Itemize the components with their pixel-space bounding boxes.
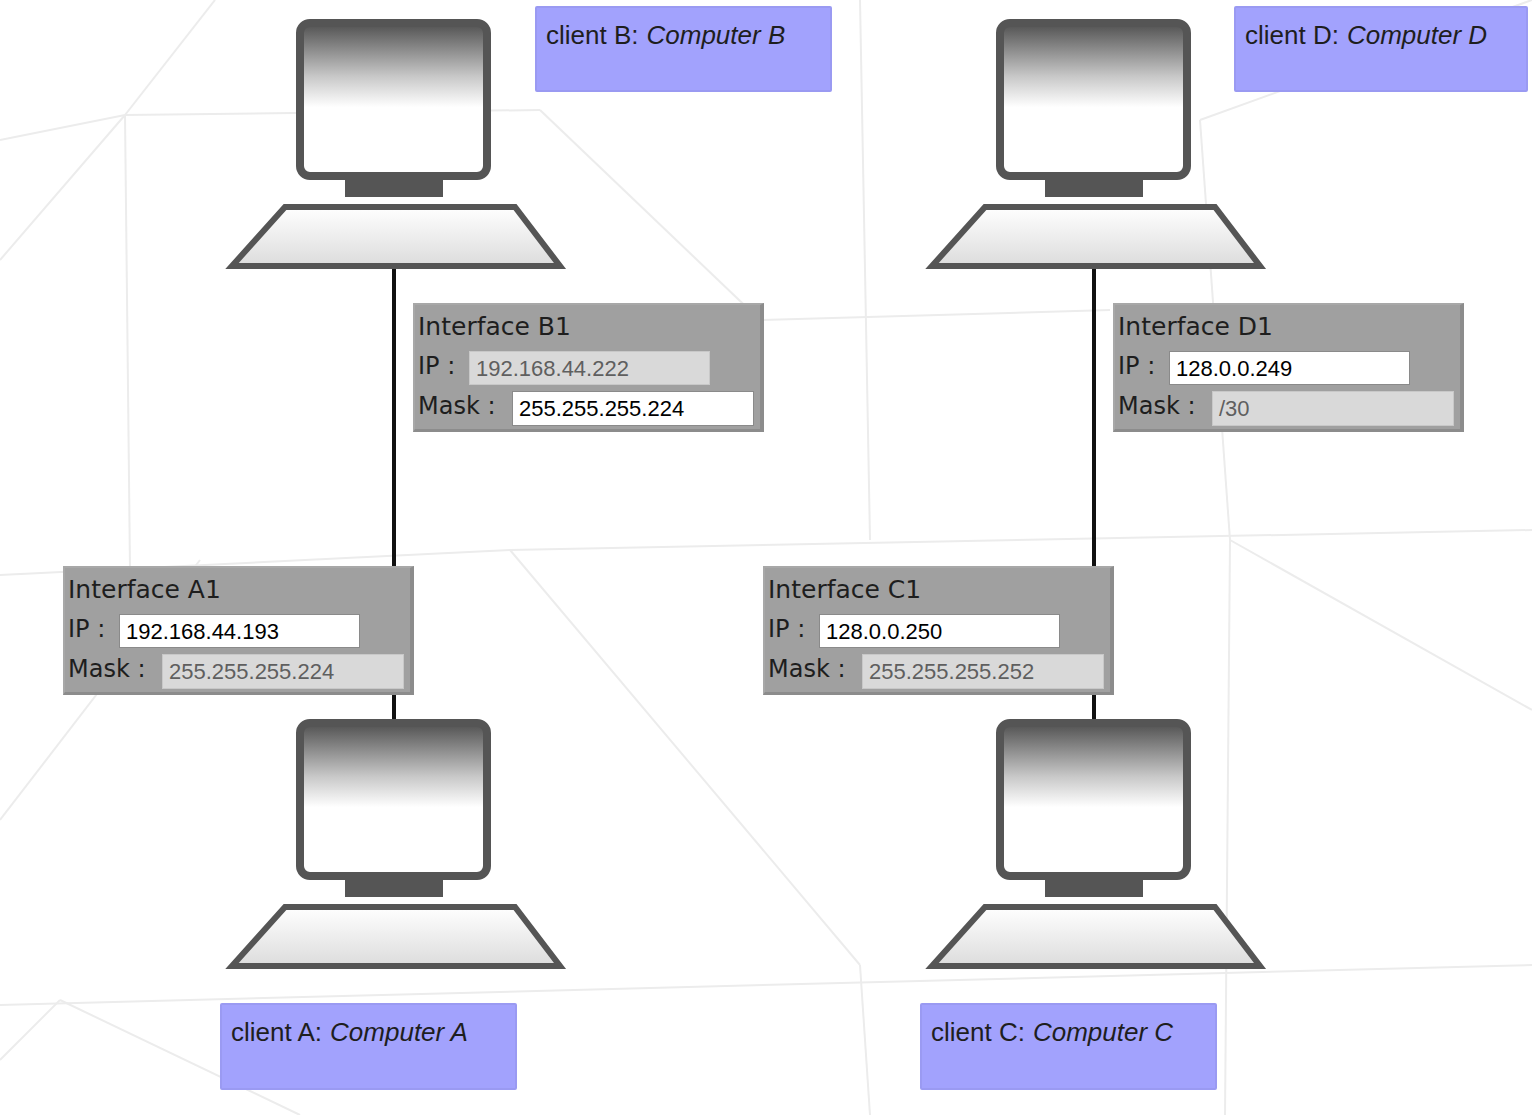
client-label: client D: Computer D [1234,6,1528,92]
ip-field: 128.0.0.249 [1169,351,1410,385]
interface-panel: Interface C1 IP : 128.0.0.250Mask : 255.255… [763,566,1114,695]
interface-name: Interface B1 [418,312,571,342]
subnet-mask: 255.255.255.224 [519,396,684,422]
field-label: IP : [1118,351,1155,381]
ip-address: 128.0.0.250 [826,619,942,645]
field-label: IP : [418,351,455,381]
ip-address: 128.0.0.249 [1176,356,1292,382]
client-id: client C: [931,1017,1025,1047]
client-label: client B: Computer B [535,6,832,92]
client-caption: client D: Computer D [1245,20,1487,50]
field-label: IP : [768,614,805,644]
ip-address: 192.168.44.193 [126,619,279,645]
field-label: Mask : [1118,391,1196,421]
computer-name: Computer B [647,20,786,50]
mask-field: 255.255.255.224 [162,654,404,689]
mask-field: 255.255.255.252 [862,654,1104,689]
subnet-mask: 255.255.255.224 [169,659,334,685]
mask-field: /30 [1212,391,1454,426]
interface-name: Interface D1 [1118,312,1273,342]
mask-field: 255.255.255.224 [512,391,754,426]
ip-address: 192.168.44.222 [476,356,629,382]
computer-name: Computer A [330,1017,468,1047]
interface-name: Interface A1 [68,575,221,605]
field-label: Mask : [418,391,496,421]
client-label: client C: Computer C [920,1003,1217,1090]
client-label: client A: Computer A [220,1003,517,1090]
subnet-mask: 255.255.255.252 [869,659,1034,685]
subnet-mask: /30 [1219,396,1250,422]
computer-name: Computer C [1033,1017,1173,1047]
client-caption: client A: Computer A [231,1017,468,1047]
client-id: client D: [1245,20,1339,50]
computer-icon [232,23,1260,966]
field-label: Mask : [68,654,146,684]
ip-field: 192.168.44.193 [119,614,360,648]
client-id: client A: [231,1017,322,1047]
interface-name: Interface C1 [768,575,921,605]
interface-panel: Interface B1 IP : 192.168.44.222Mask : 255.… [413,303,764,432]
interface-panel: Interface A1 IP : 192.168.44.193Mask : 255.… [63,566,414,695]
ip-field: 192.168.44.222 [469,351,710,385]
interface-panel: Interface D1 IP : 128.0.0.249Mask : /30 [1113,303,1464,432]
field-label: Mask : [768,654,846,684]
ip-field: 128.0.0.250 [819,614,1060,648]
client-id: client B: [546,20,639,50]
field-label: IP : [68,614,105,644]
client-caption: client C: Computer C [931,1017,1173,1047]
computer-name: Computer D [1347,20,1487,50]
client-caption: client B: Computer B [546,20,785,50]
